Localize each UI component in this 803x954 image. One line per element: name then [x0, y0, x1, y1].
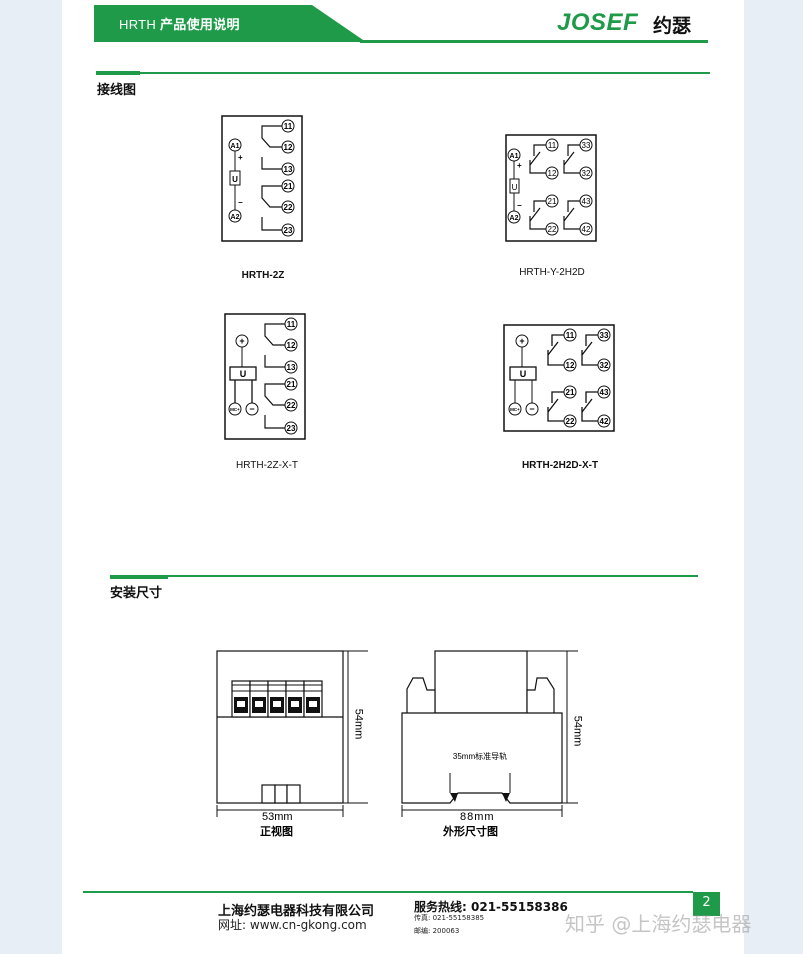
svg-text:42: 42	[582, 225, 591, 234]
section-title-wiring: 接线图	[97, 83, 137, 98]
side-view-drawing: 35mm标准导轨	[401, 650, 578, 817]
front-view-drawing	[216, 650, 368, 817]
svg-text:+: +	[238, 153, 243, 162]
svg-text:U: U	[520, 369, 527, 379]
svg-text:11: 11	[287, 320, 296, 329]
fax-label: 传真:	[414, 914, 431, 922]
company-name: 上海约瑟电器科技有限公司	[218, 904, 375, 919]
svg-text:22: 22	[287, 401, 296, 410]
svg-text:U: U	[240, 369, 247, 379]
section-title-install: 安装尺寸	[110, 586, 163, 601]
header-title-en: HRTH	[119, 17, 157, 32]
wiring-diagram-hrth-2h2d-x-t: + U MC+ − 11 12 33 32 21 22 43 42	[503, 324, 615, 432]
svg-text:21: 21	[284, 182, 293, 191]
front-view-height-label: 54mm	[352, 708, 365, 740]
fax: 传真: 021-55158385	[414, 913, 484, 923]
zip-label: 邮编:	[414, 927, 431, 935]
svg-text:U: U	[232, 175, 238, 184]
zip-code: 200063	[432, 927, 460, 935]
website-label: 网址:	[218, 918, 247, 932]
wiring-diagram-hrth-2z: A1 + U − A2 11 12 13 21 22 23	[221, 115, 303, 242]
diagram-caption: HRTH-Y-2H2D	[519, 267, 585, 278]
svg-text:22: 22	[548, 225, 557, 234]
zip: 邮编: 200063	[414, 926, 459, 936]
svg-text:33: 33	[600, 331, 609, 340]
svg-text:+: +	[239, 336, 244, 346]
svg-text:23: 23	[287, 424, 296, 433]
svg-text:22: 22	[284, 203, 293, 212]
side-view-caption: 外形尺寸图	[443, 825, 498, 838]
rail-label: 35mm标准导轨	[453, 751, 507, 761]
watermark: 知乎 @上海约瑟电器	[565, 912, 752, 936]
svg-text:13: 13	[287, 363, 296, 372]
svg-text:A1: A1	[231, 143, 240, 150]
svg-text:A2: A2	[510, 215, 519, 222]
wiring-diagram-hrth-y-2h2d: A1 + U − A2 11 12 33 32 21 22 43 42	[505, 134, 597, 242]
svg-text:12: 12	[287, 341, 296, 350]
svg-text:−: −	[249, 404, 254, 414]
header-banner	[94, 5, 366, 42]
svg-text:23: 23	[284, 226, 293, 235]
svg-text:+: +	[519, 336, 524, 346]
svg-text:21: 21	[287, 380, 296, 389]
diagram-caption: HRTH-2H2D-X-T	[521, 460, 599, 471]
svg-text:11: 11	[548, 141, 557, 150]
brand-logo: JOSEF	[557, 9, 639, 36]
svg-text:A1: A1	[510, 153, 519, 160]
header-title-cn: 产品使用说明	[160, 17, 240, 32]
svg-text:12: 12	[284, 143, 293, 152]
hotline-label: 服务热线:	[414, 900, 467, 914]
website: 网址: www.cn-gkong.com	[218, 916, 367, 933]
svg-text:U: U	[512, 183, 518, 192]
fax-number: 021-55158385	[432, 914, 485, 922]
front-view-width-label: 53mm	[262, 811, 293, 823]
section-rule	[110, 575, 698, 577]
svg-text:32: 32	[600, 361, 609, 370]
front-view-caption: 正视图	[260, 825, 293, 838]
svg-text:+: +	[517, 161, 522, 170]
svg-text:32: 32	[582, 169, 591, 178]
wiring-diagram-hrth-2z-x-t: + U MC+ − 11 12 13 21 22 23	[224, 313, 306, 440]
svg-text:−: −	[517, 201, 522, 210]
website-url[interactable]: www.cn-gkong.com	[249, 918, 367, 932]
svg-text:12: 12	[566, 361, 575, 370]
brand-logo-cn: 约瑟	[653, 15, 692, 37]
section-tab	[110, 575, 168, 579]
svg-text:33: 33	[582, 141, 591, 150]
svg-text:42: 42	[600, 417, 609, 426]
side-view-height-label: 54mm	[571, 715, 584, 747]
diagram-caption: HRTH-2Z	[241, 270, 285, 281]
section-rule	[96, 72, 710, 74]
diagram-caption: HRTH-2Z-X-T	[235, 460, 299, 471]
hotline-number: 021-55158386	[471, 900, 568, 914]
hotline: 服务热线: 021-55158386	[414, 898, 568, 915]
svg-text:MC+: MC+	[230, 407, 240, 412]
header-rule	[360, 40, 708, 43]
header-title: HRTH 产品使用说明	[119, 14, 240, 33]
svg-text:13: 13	[284, 165, 293, 174]
svg-text:12: 12	[548, 169, 557, 178]
svg-text:−: −	[529, 404, 534, 414]
svg-text:43: 43	[582, 197, 591, 206]
footer-rule	[83, 891, 693, 893]
side-view-width-label: 88mm	[460, 811, 495, 823]
svg-text:43: 43	[600, 388, 609, 397]
svg-text:MC+: MC+	[510, 407, 520, 412]
page-number: 2	[693, 892, 720, 916]
svg-text:11: 11	[566, 331, 575, 340]
svg-text:−: −	[238, 198, 243, 207]
svg-text:22: 22	[566, 417, 575, 426]
svg-text:11: 11	[284, 122, 293, 131]
svg-text:21: 21	[548, 197, 557, 206]
section-tab	[96, 71, 140, 75]
svg-text:21: 21	[566, 388, 575, 397]
svg-text:A2: A2	[231, 214, 240, 221]
